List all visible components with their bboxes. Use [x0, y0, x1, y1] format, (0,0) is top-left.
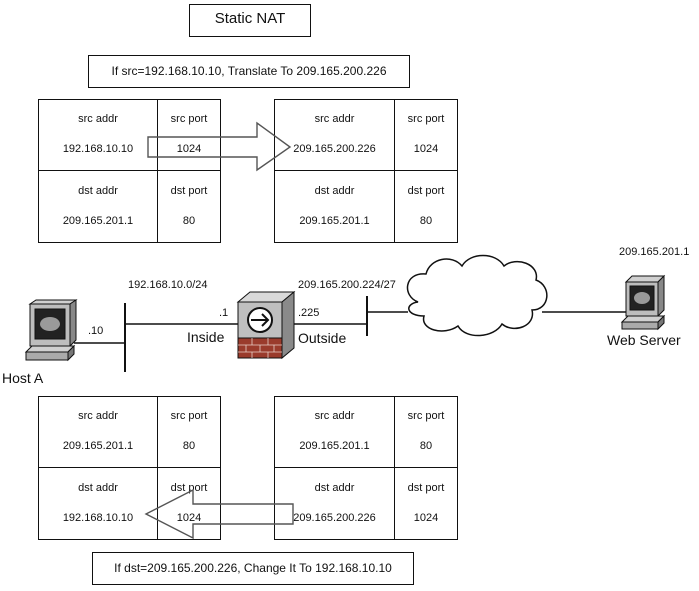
cloud-icon	[406, 254, 548, 337]
dst-addr-label: dst addr	[314, 482, 355, 494]
src-addr-label: src addr	[314, 113, 355, 125]
outbound-rule-box	[88, 55, 410, 88]
src-port-value: 80	[182, 440, 196, 452]
src-addr-value: 209.165.201.1	[299, 440, 370, 452]
dst-port-label: dst port	[170, 185, 208, 197]
src-addr-value: 209.165.201.1	[62, 440, 134, 452]
dst-port-value: 1024	[176, 512, 202, 524]
dst-addr-value: 209.165.201.1	[299, 215, 370, 227]
src-port-label: src port	[170, 410, 208, 422]
dst-addr-label: dst addr	[78, 482, 118, 494]
inside-interface-ip-label: .1	[219, 307, 229, 319]
host-a-label: Host A	[2, 370, 44, 386]
dst-port-value: 1024	[413, 512, 439, 524]
dst-port-value: 80	[182, 215, 196, 227]
host-a-ip-label: .10	[88, 325, 104, 337]
dst-port-label: dst port	[407, 482, 445, 494]
src-port-label: src port	[407, 113, 445, 125]
dst-addr-value: 209.165.201.1	[62, 215, 134, 227]
src-addr-label: src addr	[78, 410, 118, 422]
outside-subnet-label: 209.165.200.224/27	[298, 279, 396, 291]
firewall-icon	[236, 290, 296, 360]
dst-addr-label: dst addr	[78, 185, 118, 197]
dst-addr-label: dst addr	[314, 185, 355, 197]
src-port-value: 80	[419, 440, 433, 452]
inside-label: Inside	[187, 329, 225, 345]
src-port-label: src port	[407, 410, 445, 422]
server-ip-label: 209.165.201.1	[619, 246, 690, 258]
server-icon	[620, 274, 666, 331]
dst-port-label: dst port	[407, 185, 445, 197]
src-addr-label: src addr	[314, 410, 355, 422]
inside-subnet-label: 192.168.10.0/24	[128, 279, 208, 291]
outside-interface-ip-label: .225	[298, 307, 320, 319]
src-port-label: src port	[170, 113, 208, 125]
outside-label: Outside	[298, 330, 347, 346]
dst-addr-value: 209.165.200.226	[293, 512, 376, 524]
outbound-rule-text: If src=192.168.10.10, Translate To 209.1…	[111, 64, 387, 78]
src-port-value: 1024	[176, 143, 202, 155]
page-title: Static NAT	[214, 10, 286, 27]
inbound-rule-text: If dst=209.165.200.226, Change It To 192…	[114, 561, 392, 575]
src-port-value: 1024	[413, 143, 439, 155]
server-label: Web Server	[607, 332, 681, 348]
src-addr-label: src addr	[78, 113, 118, 125]
dst-addr-value: 192.168.10.10	[62, 512, 134, 524]
src-addr-value: 192.168.10.10	[62, 143, 134, 155]
src-addr-value: 209.165.200.226	[293, 143, 376, 155]
workstation-icon	[24, 299, 78, 362]
dst-port-label: dst port	[170, 482, 208, 494]
title-box	[189, 4, 311, 37]
inbound-rule-box	[92, 552, 414, 585]
dst-port-value: 80	[419, 215, 433, 227]
